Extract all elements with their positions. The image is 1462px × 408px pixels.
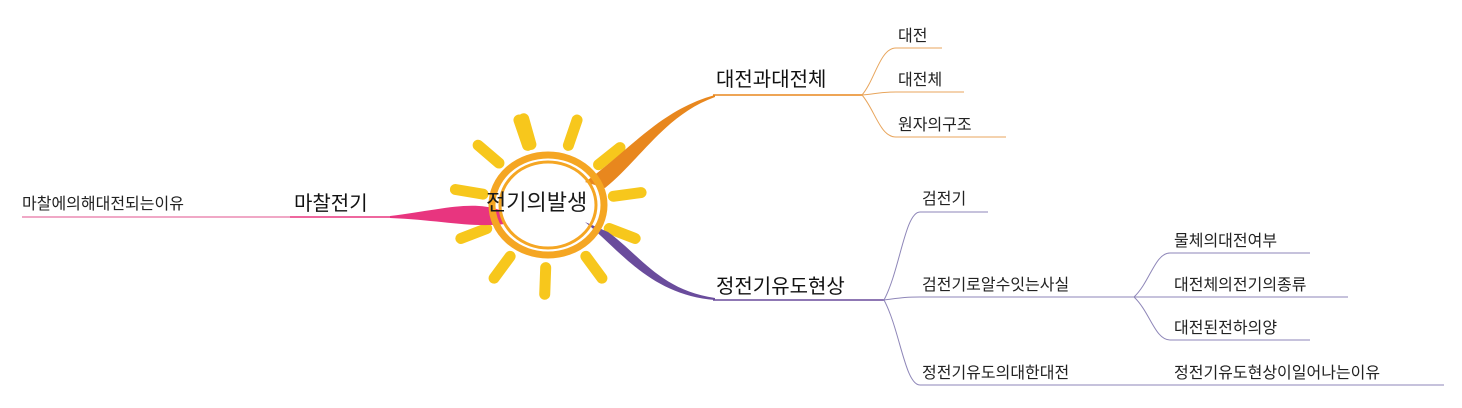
connector-purple-3 (883, 299, 1134, 386)
branch-label-pink[interactable]: 마찰전기 (294, 191, 368, 215)
sun-ray (607, 187, 647, 202)
node-label-purple-2b[interactable]: 대전체의전기의종류 (1174, 275, 1307, 294)
sun-ray (513, 114, 534, 151)
sun-ray (488, 250, 516, 284)
connector-purple-2 (883, 296, 1134, 301)
connector-orange-1 (861, 47, 942, 96)
branch-ribbon-pink (390, 205, 505, 226)
node-label-orange-3[interactable]: 원자의구조 (898, 115, 972, 134)
node-label-purple-3[interactable]: 정전기유도의대한대전 (922, 363, 1070, 382)
center-topic-label[interactable]: 전기의발생 (486, 191, 588, 216)
connector-purple-2c (1133, 296, 1310, 341)
sun-ray (603, 222, 641, 244)
connector-purple-1 (883, 211, 988, 301)
node-label-orange-2[interactable]: 대전체 (898, 70, 943, 89)
sun-ray (580, 250, 608, 284)
sun-ray (562, 114, 583, 151)
node-label-purple-2a[interactable]: 물체의대전여부 (1174, 231, 1278, 250)
branch-ribbon-purple (585, 222, 715, 300)
connector-orange-3 (861, 94, 1006, 138)
node-label-purple-1[interactable]: 검전기 (922, 189, 967, 208)
node-label-purple-2c[interactable]: 대전된전하의양 (1174, 318, 1278, 337)
sun-ray (455, 222, 493, 244)
branch-ribbon-orange (585, 95, 715, 188)
sun-ring (488, 151, 608, 259)
branch-label-purple[interactable]: 정전기유도현상 (716, 274, 845, 298)
sun-ray (539, 262, 552, 300)
node-label-orange-1[interactable]: 대전 (898, 26, 928, 45)
sun-ray (593, 142, 626, 171)
sun-ray (449, 183, 489, 200)
sun-ray (472, 139, 505, 169)
connector-purple-2a (1133, 252, 1310, 298)
connector-orange-2 (861, 91, 964, 96)
node-label-purple-2[interactable]: 검전기로알수잇는사실 (922, 275, 1070, 294)
node-label-purple-3a[interactable]: 정전기유도현상이일어나는이유 (1174, 363, 1381, 382)
branch-label-orange[interactable]: 대전과대전체 (716, 67, 827, 91)
sun-rays (449, 113, 647, 300)
node-label-pink-1[interactable]: 마찰에의해대전되는이유 (22, 194, 184, 213)
